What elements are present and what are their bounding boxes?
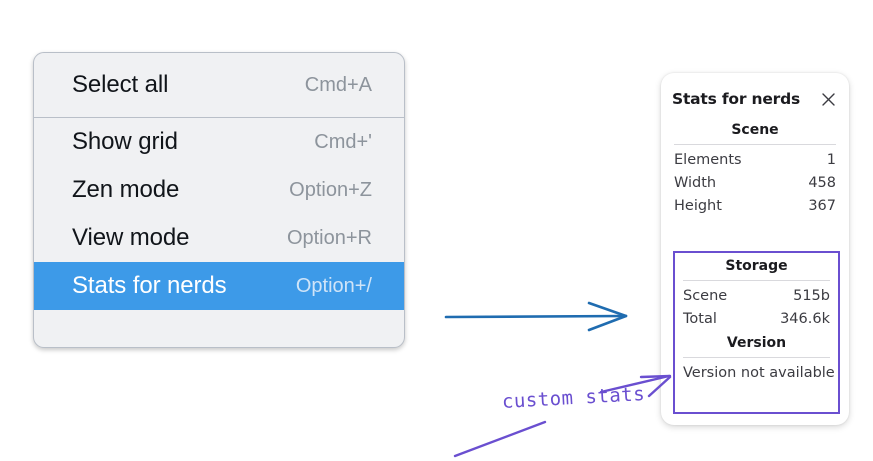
stat-value: 458 xyxy=(808,174,836,191)
panel-header: Stats for nerds xyxy=(672,73,838,117)
stats-for-nerds-panel: Stats for nerds Scene Elements 1 Width 4… xyxy=(661,73,849,425)
menu-item-shortcut: Option+/ xyxy=(295,274,372,297)
stat-key: Scene xyxy=(683,287,728,304)
stat-row-width: Width 458 xyxy=(672,171,838,194)
panel-title: Stats for nerds xyxy=(672,90,801,108)
scene-section-heading: Scene xyxy=(731,122,779,138)
menu-item-stats-for-nerds[interactable]: Stats for nerds Option+/ xyxy=(34,262,404,310)
menu-item-shortcut: Option+Z xyxy=(289,178,372,201)
purple-underline-annotation xyxy=(453,420,547,458)
menu-item-label: Stats for nerds xyxy=(72,272,227,299)
version-section-rule xyxy=(683,357,830,358)
stat-key: Elements xyxy=(674,151,742,168)
menu-group-2: Show grid Cmd+' Zen mode Option+Z View m… xyxy=(34,118,404,310)
version-not-available-text: Version not available xyxy=(683,365,835,381)
menu-item-zen-mode[interactable]: Zen mode Option+Z xyxy=(34,166,404,214)
stat-value: 515b xyxy=(793,287,830,304)
stat-key: Width xyxy=(674,174,717,191)
menu-bottom-padding xyxy=(34,310,404,320)
menu-item-label: Select all xyxy=(72,71,169,98)
menu-item-select-all[interactable]: Select all Cmd+A xyxy=(34,61,404,109)
stat-row-height: Height 367 xyxy=(672,194,838,217)
menu-item-label: Zen mode xyxy=(72,176,180,203)
close-icon[interactable] xyxy=(818,89,838,109)
menu-group-1: Select all Cmd+A xyxy=(34,61,404,109)
stat-key: Height xyxy=(674,197,722,214)
stat-value: 1 xyxy=(826,151,836,168)
stat-value: 367 xyxy=(808,197,836,214)
stat-row-storage-scene: Scene 515b xyxy=(681,284,832,307)
blue-arrow-annotation xyxy=(444,301,628,332)
scene-section-rule xyxy=(674,144,836,145)
context-menu: Select all Cmd+A Show grid Cmd+' Zen mod… xyxy=(33,52,405,348)
stat-row-storage-total: Total 346.6k xyxy=(681,307,832,330)
custom-stats-annotation-label: custom stats xyxy=(501,383,646,413)
menu-item-shortcut: Cmd+' xyxy=(314,130,372,153)
menu-item-label: Show grid xyxy=(72,128,178,155)
menu-item-shortcut: Cmd+A xyxy=(304,73,372,96)
storage-section-heading: Storage xyxy=(725,258,788,274)
menu-separator xyxy=(34,117,404,118)
custom-stats-highlight-box: Storage Scene 515b Total 346.6k Version … xyxy=(673,251,840,414)
menu-item-view-mode[interactable]: View mode Option+R xyxy=(34,214,404,262)
stat-value: 346.6k xyxy=(780,310,830,327)
stat-key: Total xyxy=(683,310,717,327)
menu-item-show-grid[interactable]: Show grid Cmd+' xyxy=(34,118,404,166)
version-section-heading: Version xyxy=(726,335,787,351)
menu-item-shortcut: Option+R xyxy=(286,226,372,249)
stat-row-elements: Elements 1 xyxy=(672,148,838,171)
menu-top-padding xyxy=(34,53,404,61)
menu-item-label: View mode xyxy=(72,224,190,251)
storage-section-rule xyxy=(683,280,830,281)
